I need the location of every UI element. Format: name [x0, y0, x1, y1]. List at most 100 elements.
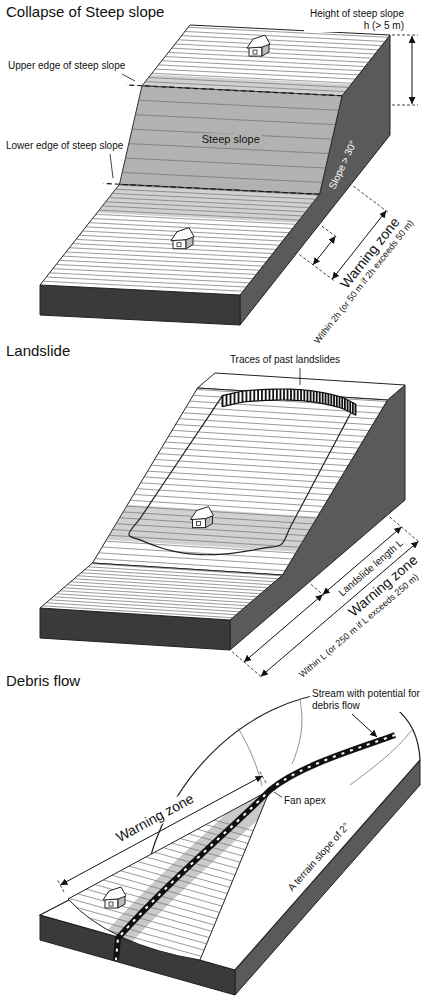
hatch-line: [134, 494, 324, 506]
scarp-hatch: [290, 389, 292, 400]
scarp-hatch: [336, 396, 338, 407]
extension-line: [322, 226, 337, 237]
zone-label: Warning zone: [111, 789, 198, 847]
hatch-line: [53, 269, 253, 279]
hatch-line: [179, 419, 369, 431]
hatch-line: [78, 576, 268, 588]
scarp-hatch: [238, 392, 240, 403]
scarp-hatch: [316, 392, 318, 403]
hatch-line: [162, 61, 362, 71]
leader-line: [110, 154, 113, 178]
extension-line: [299, 255, 333, 281]
scarp-hatch: [339, 397, 341, 408]
hatch-line: [148, 471, 338, 483]
dimension-line: [261, 541, 419, 676]
scarp-hatch: [253, 390, 255, 401]
landslide-outline: [129, 396, 356, 555]
ridge-line: [292, 700, 302, 764]
scarp-hatch: [328, 394, 330, 405]
house-wall: [105, 899, 118, 908]
scarp-hatch: [352, 403, 354, 414]
hatch-line: [0, 928, 432, 1001]
dimension-label: Within 2h (or 50 m if 2h exceeds 50 m): [312, 218, 416, 346]
mountain-ground: [40, 692, 420, 970]
scarp-hatch: [226, 395, 228, 406]
hatch-line: [0, 921, 432, 1001]
scarp-hatch: [257, 390, 259, 401]
feature-label: Stream with potential for debris flow: [310, 688, 426, 712]
hatch-line: [50, 600, 240, 612]
extension-line: [392, 105, 418, 106]
hatch-line: [69, 248, 269, 258]
scarp-hatch: [330, 394, 332, 405]
hatch-line: [0, 886, 432, 1001]
hatch-line: [0, 949, 432, 1001]
hatch-line: [0, 963, 432, 1001]
dimension-line: [412, 36, 413, 104]
hatch-line: [159, 65, 359, 75]
hatch-line: [50, 273, 250, 283]
scarp-hatch: [344, 399, 346, 410]
hatch-line: [0, 900, 432, 1001]
hatch-line: [71, 582, 261, 594]
slope-label: A terrain slope of 2°: [285, 820, 352, 893]
feature-label: Fan apex: [282, 795, 328, 807]
house-icon: [103, 887, 126, 908]
hatch-line: [0, 879, 432, 1000]
panel-heading: Debris flow: [6, 672, 80, 690]
scarp-hatch: [297, 390, 299, 401]
hatch-line: [0, 858, 432, 979]
hatch-line: [0, 865, 432, 986]
extension-line: [311, 584, 324, 595]
house-wall: [249, 47, 262, 56]
hatch-line: [0, 977, 432, 1001]
hatch-line: [162, 448, 352, 460]
hatch-line: [155, 459, 345, 471]
scarp-hatch: [293, 389, 295, 400]
house-roof: [171, 228, 194, 241]
house-roof: [247, 35, 270, 48]
warning-zone-band: [107, 505, 318, 552]
scarp-hatch: [300, 390, 302, 401]
extension-line: [259, 770, 266, 783]
hatch-line: [185, 31, 385, 41]
leader-arrow: [352, 714, 377, 737]
hatch-line: [0, 998, 432, 1001]
house-roof: [103, 887, 126, 900]
leader-line: [300, 368, 301, 385]
house-window: [197, 522, 201, 526]
hatch-line: [43, 281, 243, 291]
hatch-line: [57, 594, 247, 606]
fan-hatch: [0, 735, 432, 1001]
surface-label: Steep slope: [200, 133, 262, 146]
house-icon: [171, 228, 194, 249]
scarp-hatch: [310, 391, 312, 402]
debris-flow-figure: [0, 692, 432, 1001]
hatch-line: [46, 603, 236, 615]
extension-line: [353, 186, 387, 212]
dimension-line: [244, 595, 323, 663]
hatch-line: [172, 48, 372, 58]
hatch-line: [74, 579, 264, 591]
scarp-hatch: [272, 389, 274, 400]
edge-label: Upper edge of steep slope: [6, 60, 127, 72]
hatch-line: [144, 477, 334, 489]
hatch-line: [175, 44, 375, 54]
stream-line: [116, 735, 395, 960]
dimension-line: [60, 776, 262, 885]
hatch-line: [169, 436, 359, 448]
lower-ground: [40, 563, 283, 620]
house-icon: [191, 507, 214, 528]
scarp-hatch: [287, 389, 289, 400]
hatch-line: [178, 40, 378, 50]
scarp-hatch: [230, 394, 232, 405]
house-window: [109, 902, 113, 906]
panel-heading: Landslide: [6, 342, 70, 360]
scarp-hatch: [222, 396, 224, 407]
hatch-line: [60, 260, 260, 270]
hatch-line: [168, 52, 368, 62]
house-wall: [193, 519, 206, 528]
hatch-line: [151, 465, 341, 477]
